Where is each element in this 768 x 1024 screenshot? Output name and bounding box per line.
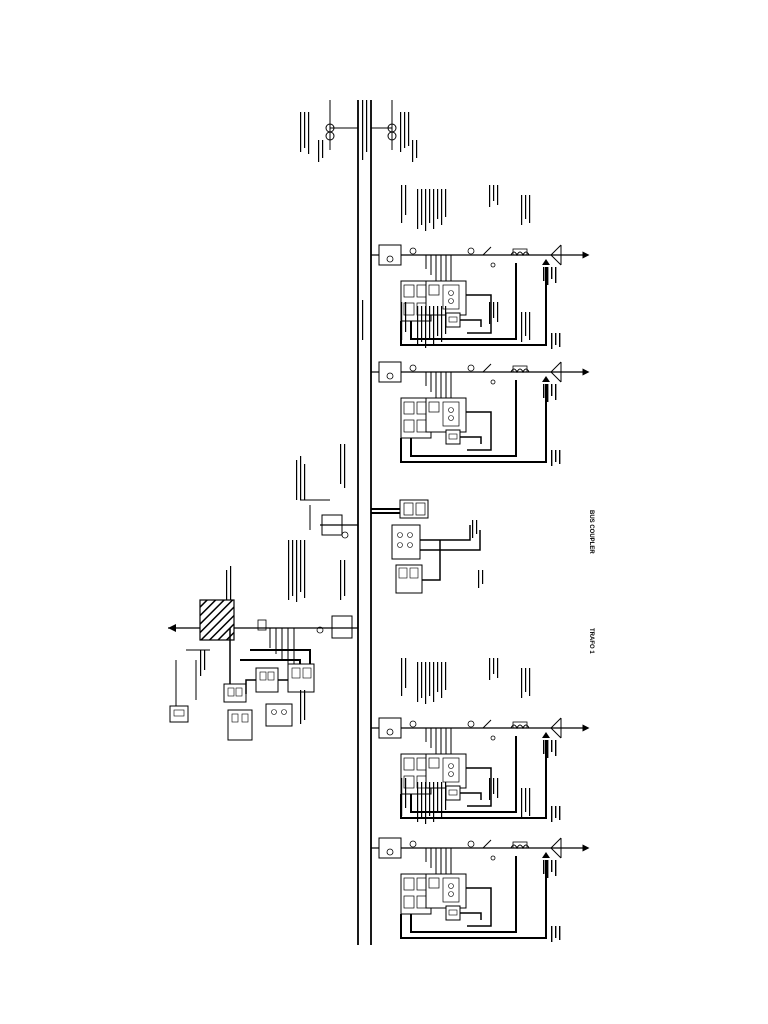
bus-coupler-label: BUS COUPLER — [588, 510, 594, 554]
feeder-bay-3 — [371, 658, 586, 822]
trafo-section — [168, 599, 358, 741]
trafo-1-label: TRAFO 1 — [588, 628, 594, 654]
transformer-icon — [199, 599, 235, 641]
bus-coupler-section — [300, 499, 481, 594]
feeder-bay-4 — [371, 778, 586, 942]
top-incomer — [325, 100, 397, 150]
feeder-bay-2 — [371, 302, 586, 466]
feeder-bay-1 — [371, 185, 586, 349]
